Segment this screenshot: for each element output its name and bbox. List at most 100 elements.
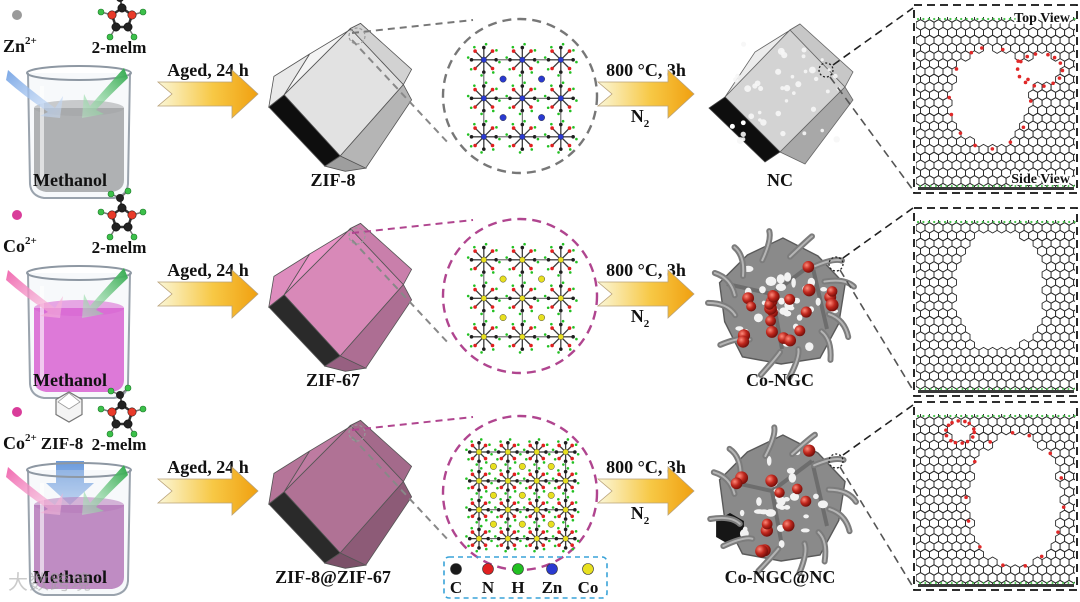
framework-atom: [519, 510, 522, 514]
framework-atom: [475, 549, 479, 553]
carbon-atom: [111, 22, 121, 32]
cobalt-particle: [784, 334, 797, 347]
framework-atom: [490, 481, 493, 485]
hydrogen-edge-atom: [1024, 17, 1028, 21]
metal-node: [538, 275, 545, 283]
framework-atom: [536, 60, 540, 64]
framework-atom: [550, 126, 554, 130]
framework-atom: [533, 49, 537, 52]
metal-node: [499, 275, 507, 283]
framework-atom: [511, 266, 516, 271]
framework-atom: [512, 530, 517, 534]
framework-atom: [512, 514, 517, 519]
framework-atom: [550, 49, 554, 53]
framework-atom: [508, 306, 511, 310]
metal-node: [519, 333, 526, 340]
framework-atom: [559, 322, 563, 327]
framework-atom: [482, 284, 486, 288]
hydrogen-edge-atom: [1046, 414, 1049, 418]
hydrogen-edge-atom: [924, 185, 927, 187]
framework-atom: [469, 67, 473, 71]
atmosphere-label: N2: [631, 503, 650, 527]
side-view-label: Side View: [1011, 172, 1071, 187]
framework-atom: [536, 337, 540, 341]
framework-atom: [490, 249, 495, 253]
hydrogen-edge-atom: [981, 414, 984, 418]
framework-atom: [563, 498, 568, 503]
ngc-ridge: [810, 263, 829, 330]
hydrogen-edge-atom: [919, 185, 921, 187]
metal-node: [490, 491, 497, 499]
framework-atom: [520, 147, 525, 151]
framework-atom: [523, 281, 526, 284]
process-arrow: [596, 466, 695, 516]
metal-node: [533, 506, 540, 513]
pore: [730, 138, 736, 145]
framework-atom: [504, 520, 507, 524]
framework-atom: [482, 122, 486, 127]
framework-atom: [546, 96, 551, 101]
framework-atom: [534, 459, 539, 464]
framework-atom: [534, 527, 539, 532]
framework-atom: [475, 520, 479, 524]
framework-atom: [528, 514, 533, 519]
hydrogen-edge-atom: [981, 220, 984, 224]
hydrogen-edge-atom: [943, 414, 947, 418]
hydrogen-edge-atom: [1046, 582, 1049, 584]
framework-atom: [553, 457, 557, 461]
pore: [783, 84, 791, 92]
framework-atom: [495, 326, 498, 329]
aging-condition-label: Aged, 24 h: [167, 60, 249, 80]
nitrogen-dopant: [946, 423, 951, 428]
framework-atom: [523, 242, 526, 246]
framework-atom: [559, 284, 563, 288]
hydrogen-edge-atom: [1073, 17, 1076, 21]
pore: [790, 74, 795, 79]
framework-atom: [465, 448, 468, 452]
hydrogen-edge-atom: [992, 17, 995, 21]
framework-atom: [512, 501, 517, 506]
framework-atom: [517, 501, 520, 504]
framework-atom: [550, 84, 553, 87]
nitrogen-dopant: [1017, 74, 1022, 79]
framework-atom: [483, 514, 488, 519]
zoom-origin-circle: [828, 256, 844, 272]
hydrogen-atom: [124, 187, 132, 195]
framework-atom: [494, 258, 498, 262]
framework-atom: [520, 245, 525, 250]
atmosphere-subscript: 2: [644, 515, 650, 527]
framework-atom: [534, 488, 539, 492]
framework-atom: [566, 495, 570, 499]
framework-atom: [528, 501, 533, 506]
framework-atom: [571, 547, 575, 551]
framework-atom: [570, 543, 574, 547]
framework-atom: [528, 497, 531, 501]
metal-node: [504, 535, 511, 542]
hydrogen-atom: [124, 384, 132, 392]
framework-atom: [512, 443, 517, 448]
framework-atom: [467, 486, 470, 490]
framework-atom: [473, 45, 476, 49]
cobalt-particle: [755, 544, 769, 558]
hydrogen-edge-atom: [972, 185, 974, 187]
solution-liquid: [34, 505, 124, 589]
hydrogen-edge-atom: [1068, 414, 1071, 418]
framework-atom: [566, 467, 570, 470]
nitrogen-dopant: [1046, 52, 1050, 57]
framework-atom: [567, 249, 572, 253]
framework-atom: [508, 438, 512, 441]
framework-atom: [545, 530, 549, 533]
hydrogen-edge-atom: [1073, 414, 1076, 418]
crystal-structure-view: [441, 17, 599, 175]
framework-atom: [528, 472, 533, 477]
nitrogen-dopant: [973, 143, 977, 148]
framework-atom: [568, 109, 572, 113]
framework-atom: [533, 249, 537, 252]
framework-atom: [545, 501, 549, 504]
framework-atom: [508, 258, 512, 262]
framework-bottom-face: [323, 355, 368, 372]
hydrogen-edge-atom: [1014, 388, 1017, 390]
hydrogen-edge-atom: [1067, 185, 1070, 187]
framework-atom: [466, 294, 470, 298]
